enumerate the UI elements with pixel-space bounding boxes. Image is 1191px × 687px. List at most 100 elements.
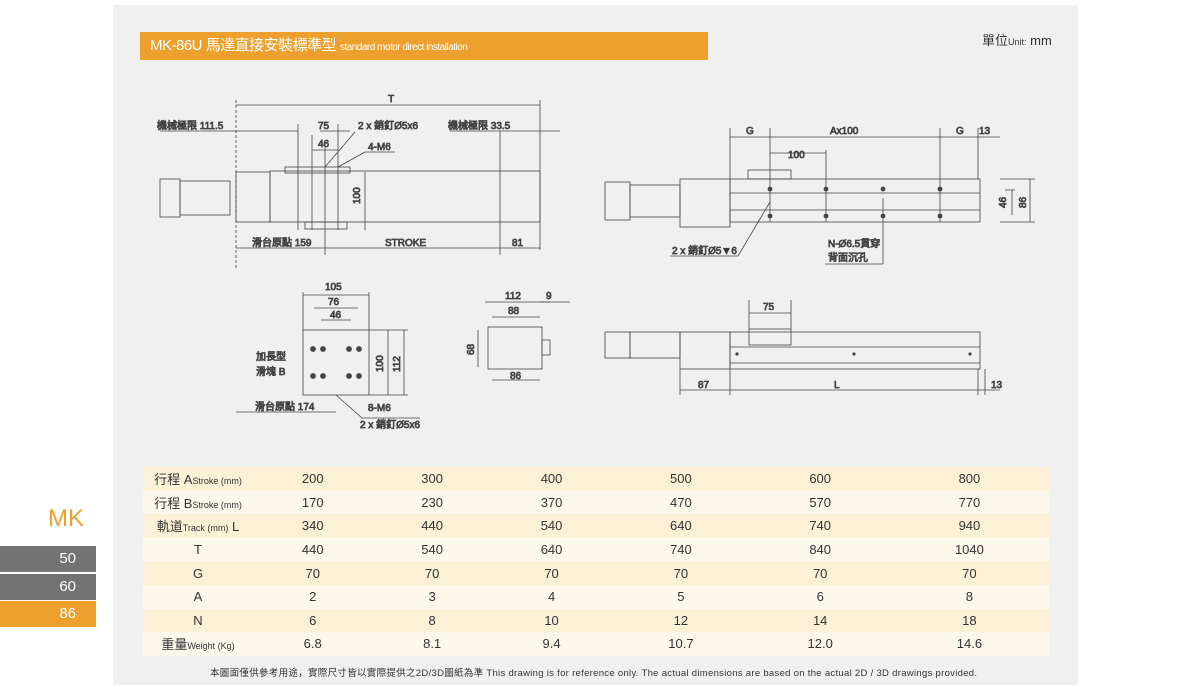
table-cell: 5	[677, 589, 685, 605]
header-title: MK-86U 馬達直接安裝標準型	[150, 37, 337, 54]
table-cell: 14	[812, 612, 828, 628]
table-cell: 9.4	[542, 636, 561, 652]
table-cell: 440	[421, 518, 443, 534]
dim-pin: 2 x 銷釘Ø5x6	[358, 119, 418, 132]
dim-68: 68	[466, 343, 477, 355]
dim-81: 81	[512, 238, 524, 249]
dim-mech-limit-right: 機械極限 33.5	[448, 119, 511, 132]
table-cell: 70	[673, 565, 689, 581]
row-label-sub: Stroke (mm)	[192, 499, 242, 510]
dim-G-left: G	[746, 126, 754, 137]
dim-9: 9	[546, 291, 552, 302]
table-cell: 800	[958, 471, 981, 487]
dim-100: 100	[352, 187, 363, 204]
table-cell: 70	[812, 565, 828, 581]
dim-75: 75	[318, 121, 330, 132]
table-cell: 12.0	[807, 636, 833, 652]
table-cell: 400	[540, 471, 563, 487]
dim-G-right: G	[956, 126, 964, 137]
drawing-slider-b	[236, 292, 420, 419]
row-label: G	[143, 561, 253, 585]
table-cell: 740	[670, 542, 692, 558]
dim-pin-b: 2 x 銷釘Ø5x6	[360, 418, 420, 431]
row-label: N	[143, 609, 253, 633]
table-cell: 340	[301, 518, 324, 534]
row-label-text: N	[193, 612, 203, 628]
table-cell: 18	[962, 612, 977, 628]
footer-note: 本圖面僅供參考用途，實際尺寸皆以實際提供之2D/3D圖紙為準 This draw…	[210, 668, 978, 679]
dim-86c: 86	[510, 371, 522, 382]
row-label-text: G	[192, 565, 204, 581]
drawing-side-view	[604, 300, 1000, 395]
hole-label-2: 背面沉孔	[828, 251, 868, 264]
table-cell: 640	[670, 518, 692, 534]
table-cell: 600	[809, 471, 832, 487]
row-label: T	[143, 538, 253, 562]
table-cell: 14.6	[956, 636, 983, 652]
table-cell: 8	[965, 589, 974, 605]
sidebar-item-60[interactable]: 60	[0, 574, 96, 600]
table-cell: 940	[958, 518, 981, 534]
dim-stroke: STROKE	[385, 238, 426, 249]
table-cell: 8	[428, 612, 436, 628]
table-cell: 1040	[954, 542, 984, 558]
dim-100b: 100	[375, 355, 386, 372]
row-label: 行程 BStroke (mm)	[143, 491, 253, 515]
label-slider-b-1: 加長型	[256, 350, 286, 363]
table-cell: 740	[809, 518, 832, 534]
row-label-text: 行程 A	[154, 472, 193, 488]
row-label-suffix: L	[228, 519, 240, 535]
table-cell: 170	[301, 494, 324, 510]
table-cell: 540	[540, 518, 563, 534]
row-label: A	[143, 585, 253, 609]
table-cell: 640	[540, 542, 563, 558]
table-cell: 770	[958, 494, 981, 510]
dim-112c: 112	[505, 291, 521, 302]
technical-drawings: T 機械極限 111.5 機械極限 33.5 75 46 2 x 銷釘Ø5x6 …	[157, 94, 1035, 431]
unit-value: mm	[1030, 33, 1052, 48]
dim-13e: 13	[991, 380, 1003, 391]
content-panel	[113, 5, 1078, 685]
table-cell: 500	[670, 471, 692, 487]
dim-46b: 46	[330, 310, 342, 321]
row-label-text: 重量	[161, 637, 188, 653]
table-cell: 6.8	[303, 636, 322, 652]
table-cell: 440	[301, 542, 324, 558]
row-label: 軌道Track (mm) L	[143, 514, 253, 538]
dim-origin-159: 滑台原點 159	[252, 236, 312, 249]
dim-origin-174: 滑台原點 174	[255, 400, 315, 413]
dim-75e: 75	[763, 302, 775, 313]
dim-13: 13	[979, 126, 991, 137]
table-cell: 10	[544, 612, 559, 628]
row-label-text: 行程 B	[154, 495, 193, 511]
unit-zh: 單位	[982, 33, 1009, 48]
table-cell: 70	[305, 565, 320, 581]
dim-76: 76	[328, 297, 340, 308]
table-cell: 570	[809, 494, 832, 510]
row-label: 行程 AStroke (mm)	[143, 467, 253, 491]
row-label-text: T	[194, 542, 202, 558]
row-label: 重量Weight (Kg)	[143, 632, 253, 656]
drawing-plan-view	[604, 128, 1035, 265]
sidebar-item-86[interactable]: 86	[0, 601, 96, 627]
table-cell: 470	[670, 494, 692, 510]
sidebar-item-50[interactable]: 50	[0, 546, 96, 572]
dim-88: 88	[508, 306, 520, 317]
table-row: 軌道Track (mm) L 340 440 540 640 740 940	[143, 514, 1049, 538]
table-cell: 840	[809, 542, 832, 558]
dim-8m6: 8-M6	[368, 403, 391, 414]
table-cell: 230	[421, 494, 443, 510]
dim-112: 112	[392, 356, 403, 372]
row-label-text: 軌道	[156, 519, 183, 535]
table-cell: 3	[428, 589, 436, 605]
dim-mech-limit-left: 機械極限 111.5	[157, 119, 224, 132]
table-cell: 8.1	[423, 636, 442, 652]
